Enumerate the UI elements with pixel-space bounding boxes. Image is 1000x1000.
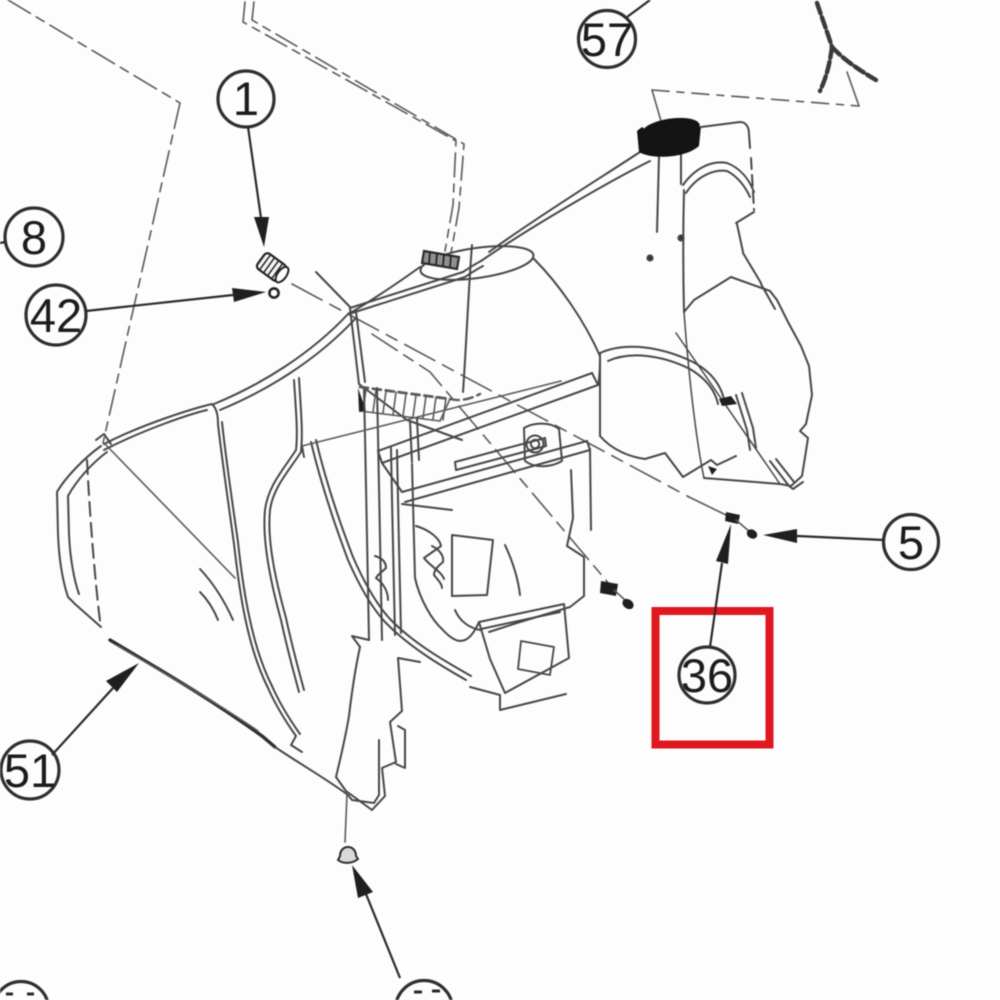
svg-text:5: 5 (898, 516, 924, 569)
svg-text:1: 1 (233, 72, 259, 125)
svg-text:8: 8 (21, 211, 47, 264)
svg-text:51: 51 (4, 744, 56, 797)
svg-text:57: 57 (581, 13, 633, 66)
svg-text:42: 42 (30, 289, 82, 342)
svg-text:36: 36 (681, 649, 733, 702)
